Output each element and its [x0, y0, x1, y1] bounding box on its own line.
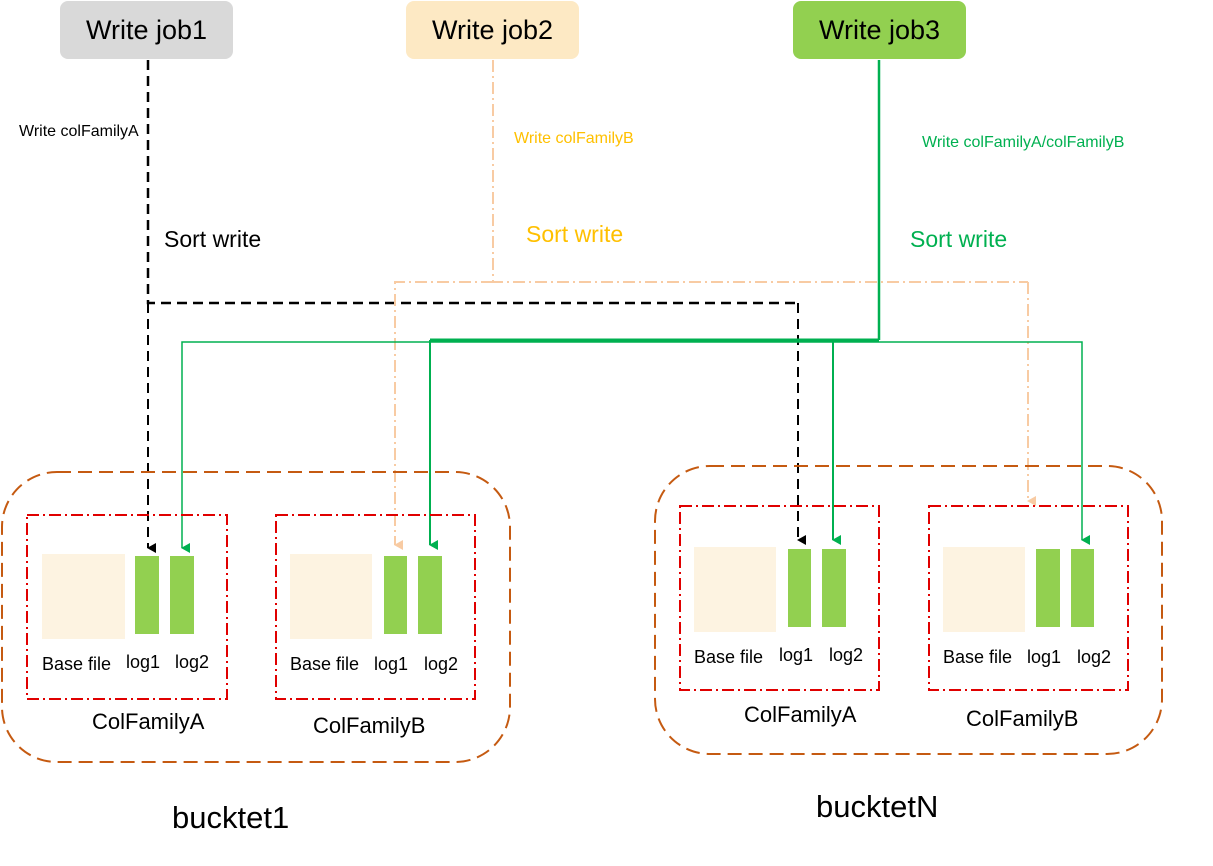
- write-job3-label: Write job3: [818, 14, 941, 45]
- bucketN-colfamilyB-log2: [1071, 549, 1094, 627]
- job1-sort-text: Sort write: [164, 226, 262, 252]
- bucketN-colfamilyA-border: [679, 505, 880, 691]
- job3-sort-text: Sort write: [910, 226, 1008, 252]
- bucketN-colfamilyA-log1-label: log1: [779, 645, 814, 665]
- bucketN-colfamilyB-base-file-label: Base file: [943, 647, 1013, 667]
- job2-arrow-bucket1: [394, 281, 493, 550]
- bucketN-title: bucktetN: [816, 789, 939, 824]
- bucket1-colfamilyB-base-file-label: Base file: [290, 654, 360, 674]
- bucket1-colfamilyA-border: [26, 514, 228, 700]
- bucketN-colfamilyB-base-file: [943, 547, 1025, 632]
- bucket1-border: [1, 471, 511, 763]
- bucketN-border: [654, 465, 1163, 755]
- bucket1-colfamilyA-log1: [135, 556, 159, 634]
- bucket1-colfamilyB-log2-label: log2: [424, 654, 459, 674]
- bucket1-colfamilyA-name: ColFamilyA: [92, 709, 205, 734]
- bucket1-colfamilyB-log1: [384, 556, 407, 634]
- bucket1-colfamilyB-name: ColFamilyB: [313, 713, 426, 738]
- bucket1-colfamilyA-base-file-label: Base file: [42, 654, 112, 674]
- bucketN-colfamilyB-log1-label: log1: [1027, 647, 1062, 667]
- job3-arrow-bucketN-b: [879, 341, 1090, 545]
- bucket1-colfamilyA-log1-label: log1: [126, 652, 161, 672]
- bucketN-colfamilyA-name: ColFamilyA: [744, 702, 857, 727]
- job2-sort-text: Sort write: [526, 221, 624, 247]
- bucketN-colfamilyA-base-file: [694, 547, 776, 632]
- job3-write-text: Write colFamilyA/colFamilyB: [922, 134, 1125, 151]
- bucketN-colfamilyA-base-file-label: Base file: [694, 647, 764, 667]
- bucket1-title: bucktet1: [172, 800, 290, 835]
- bucket1-colfamilyB-log2: [418, 556, 442, 634]
- bucket1-colfamilyA-log2-label: log2: [175, 652, 210, 672]
- write-job2-label: Write job2: [431, 14, 554, 45]
- bucketN-colfamilyB-name: ColFamilyB: [966, 706, 1079, 731]
- bucket1-colfamilyB-base-file: [290, 554, 372, 639]
- write-job3-box: Write job3: [793, 1, 966, 59]
- bucketN-colfamilyA-log2: [822, 549, 846, 627]
- job2-write-text: Write colFamilyB: [514, 130, 634, 147]
- bucketN-colfamilyA-log2-label: log2: [829, 645, 864, 665]
- job1-write-text: Write colFamilyA: [19, 123, 139, 140]
- bucket1-colfamilyB-log1-label: log1: [374, 654, 409, 674]
- bucket1-colfamilyA-base-file: [42, 554, 125, 639]
- write-job1-label: Write job1: [85, 14, 208, 45]
- bucketN-colfamilyB-log1: [1036, 549, 1060, 627]
- write-job1-box: Write job1: [60, 1, 233, 59]
- bucketN-colfamilyB-log2-label: log2: [1077, 647, 1112, 667]
- write-job2-box: Write job2: [406, 1, 579, 59]
- bucketN-colfamilyB-border: [928, 505, 1129, 691]
- bucketN-colfamilyA-log1: [788, 549, 811, 627]
- bucket1-colfamilyA-log2: [170, 556, 194, 634]
- bucket1-colfamilyB-border: [275, 514, 476, 700]
- job3-arrow-bucket1-a: [181, 341, 879, 553]
